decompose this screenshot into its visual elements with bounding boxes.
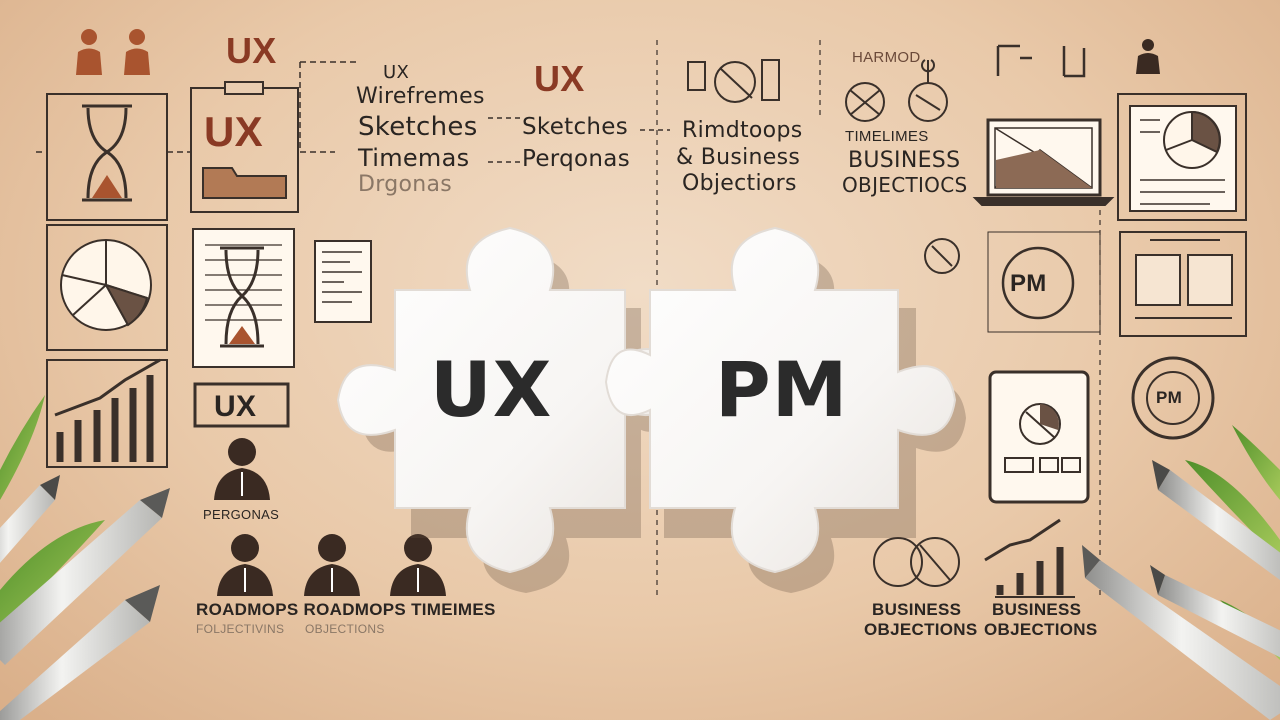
col4-line2: TIMELIMES [845,128,929,145]
col1-line3: Sketches [358,112,478,142]
ux-puzzle-label: UX [430,345,553,434]
col1-line1: UX [383,62,410,83]
col3-line3: Objectiors [682,171,797,196]
ux-puzzle-piece [336,226,682,574]
bottom-left-line1: ROADMOPS ROADMOPS TIMEIMES [196,600,496,619]
col2-line1: Sketches [522,114,629,140]
bottom-right-b1: BUSINESS [992,600,1082,619]
bottom-right-a2: OBJECTIONS [864,620,978,639]
pen-right [1082,460,1280,720]
ux-small-box-label: UX [214,390,257,423]
bottom-left-line2: FOLJECTIVINS [196,622,285,636]
pen-left [0,475,170,720]
people-icon [76,29,150,75]
col1-line2: Wirefremes [356,84,485,109]
ux-clipboard-label: UX [204,108,263,155]
col4-line4: OBJECTIOCS [842,173,968,197]
col2-line2: Perqonas [522,146,630,172]
col4-line1: HARMOD [852,49,921,66]
col4-line3: BUSINESS [848,148,961,173]
pm-puzzle-piece [604,226,957,574]
pm-puzzle-label: PM [715,345,849,434]
bottom-left-line3: OBJECTIONS [305,622,385,636]
col3-line2: & Business [676,145,801,170]
pm-circle2-label: PM [1156,388,1183,407]
ux-right-heading: UX [534,58,585,99]
persona-icon [214,438,446,596]
col1-line5: Drgonas [358,172,453,197]
ux-heading: UX [226,30,277,71]
pm-circle-label: PM [1010,270,1047,297]
col3-line1: Rimdtoops [682,118,803,143]
bottom-right-b2: OBJECTIONS [984,620,1098,639]
col1-line4: Timemas [358,144,470,172]
personas-caption: PERGONAS [203,507,280,522]
bottom-right-a1: BUSINESS [872,600,962,619]
